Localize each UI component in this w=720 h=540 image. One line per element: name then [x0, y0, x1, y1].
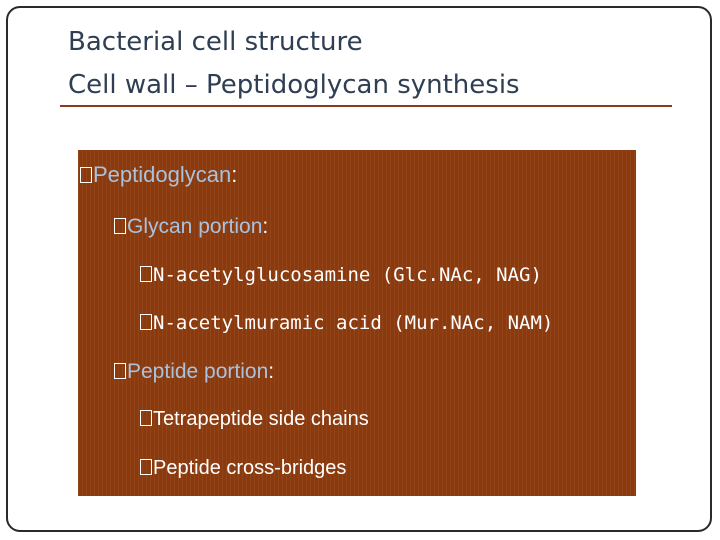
title-divider — [60, 105, 672, 107]
bullet-nam: N-acetylmuramic acid (Mur.NAc, NAM) — [140, 314, 553, 333]
bullet-box-icon — [114, 363, 126, 379]
bullet-peptide-portion: Peptide portion: — [114, 361, 274, 382]
bullet-nag: N-acetylglucosamine (Glc.NAc, NAG) — [140, 266, 542, 285]
slide-title-line-1: Bacterial cell structure — [68, 27, 363, 57]
bullet-box-icon — [140, 459, 152, 475]
bullet-box-icon — [140, 410, 152, 426]
bullet-text: N-acetylmuramic acid (Mur.NAc, NAM) — [153, 312, 554, 334]
bullet-box-icon — [140, 314, 152, 330]
bullet-cross-bridges: Peptide cross-bridges — [140, 458, 346, 478]
bullet-glycan-portion: Glycan portion: — [114, 216, 268, 237]
bullet-suffix: : — [262, 215, 269, 238]
bullet-suffix: : — [231, 162, 238, 187]
bullet-box-icon — [114, 218, 126, 234]
bullet-text: N-acetylglucosamine (Glc.NAc, NAG) — [153, 264, 542, 286]
bullet-text: Peptide cross-bridges — [153, 457, 347, 479]
bullet-tetrapeptide: Tetrapeptide side chains — [140, 409, 369, 429]
bullet-box-icon — [80, 167, 92, 183]
content-panel — [78, 150, 636, 496]
bullet-suffix: : — [268, 360, 275, 383]
bullet-term: Peptide portion — [127, 360, 269, 383]
bullet-box-icon — [140, 266, 152, 282]
bullet-term: Peptidoglycan — [93, 162, 232, 187]
bullet-text: Tetrapeptide side chains — [153, 408, 369, 430]
bullet-peptidoglycan: Peptidoglycan: — [80, 164, 237, 186]
slide-title-line-2: Cell wall – Peptidoglycan synthesis — [68, 70, 520, 100]
bullet-term: Glycan portion — [127, 215, 263, 238]
